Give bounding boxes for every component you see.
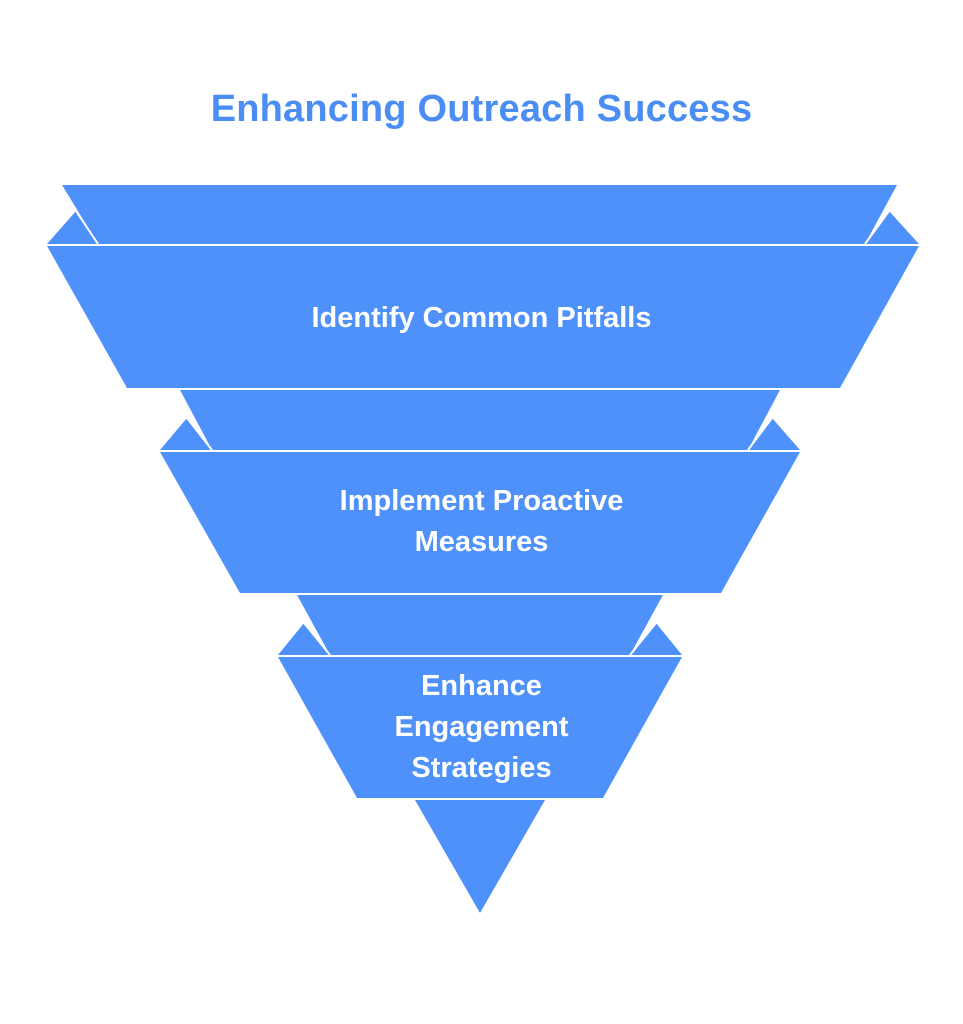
funnel-rim-back bbox=[62, 185, 897, 244]
level-3-label-line: Engagement bbox=[394, 711, 569, 743]
funnel-level-3 bbox=[278, 657, 682, 798]
funnel-tip bbox=[415, 800, 545, 913]
funnel-band-3-right-corner bbox=[630, 623, 682, 655]
funnel-rim-right-corner bbox=[865, 211, 919, 244]
funnel-band-2-right-corner bbox=[748, 418, 800, 450]
level-2-label-line: Implement Proactive bbox=[339, 485, 624, 517]
funnel-level-1 bbox=[47, 246, 919, 388]
diagram-title: Enhancing Outreach Success bbox=[210, 88, 753, 130]
level-2-label: Implement Proactive Measures bbox=[0, 481, 963, 563]
level-3-label: Enhance Engagement Strategies bbox=[0, 666, 963, 789]
level-3-label-line: Enhance bbox=[421, 670, 542, 702]
funnel-rim-left-corner bbox=[47, 211, 98, 244]
level-1-label: Identify Common Pitfalls bbox=[0, 298, 963, 339]
funnel-band-3-back bbox=[297, 595, 663, 655]
level-2-label-line: Measures bbox=[414, 526, 549, 558]
level-1-label-line: Identify Common Pitfalls bbox=[311, 302, 652, 334]
funnel-level-2 bbox=[160, 452, 800, 593]
level-3-label-line: Strategies bbox=[411, 752, 552, 784]
funnel-band-2-left-corner bbox=[160, 418, 212, 450]
funnel-band-2-back bbox=[180, 390, 780, 450]
funnel-band-3-left-corner bbox=[278, 623, 330, 655]
